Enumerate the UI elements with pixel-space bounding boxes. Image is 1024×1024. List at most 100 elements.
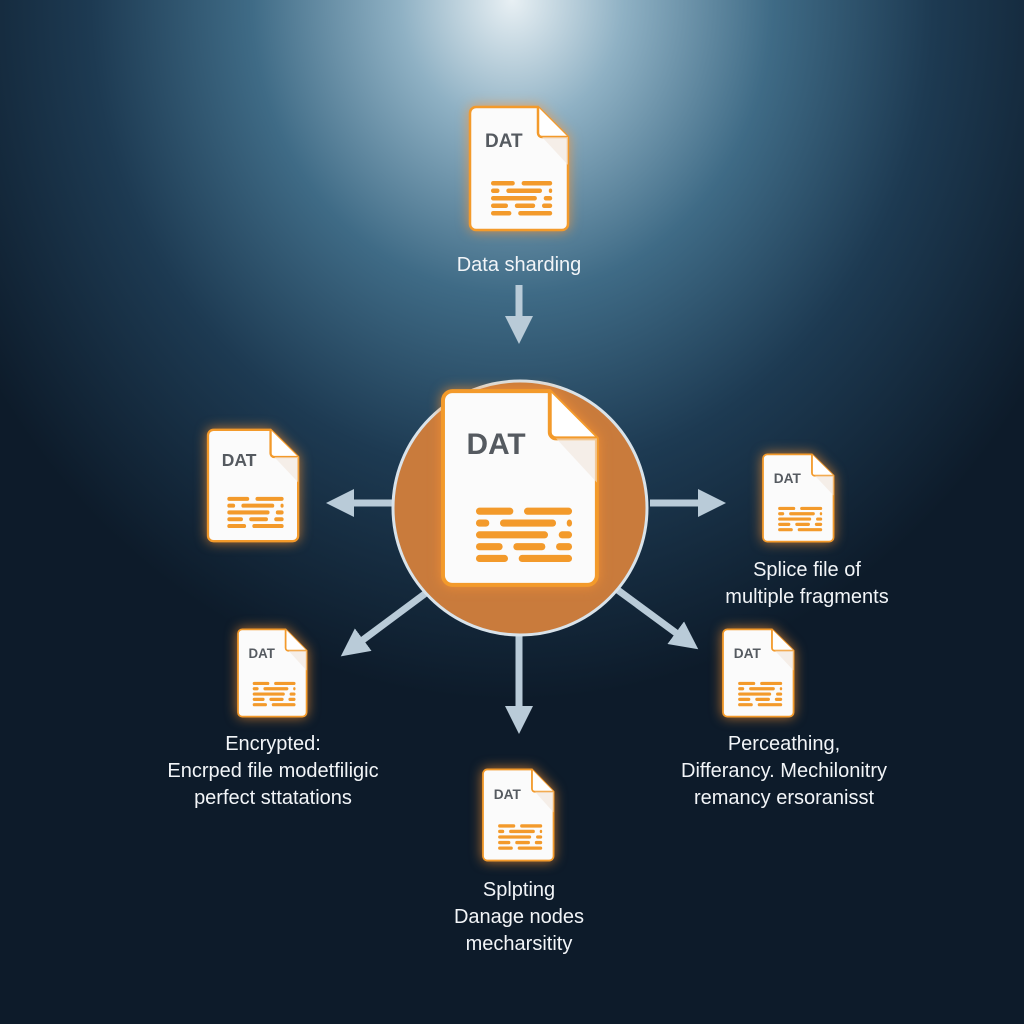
label-data-sharding: Data sharding [456,254,582,276]
content-line [252,523,284,529]
content-line [738,703,753,707]
content-line [776,692,783,696]
content-line [795,522,810,526]
arrow-to-lower-right [612,585,699,650]
content-line [498,846,513,850]
content-line [255,496,284,501]
content-line [539,829,543,834]
content-line [274,681,296,686]
content-line [252,692,285,696]
label-line: multiple fragments [725,586,889,608]
content-line [779,687,783,691]
label-line: Perceathing, [727,733,841,755]
content-line [517,846,543,850]
content-line [252,687,259,691]
content-line [506,188,542,193]
content-line [738,687,745,691]
content-line [520,824,543,828]
content-line [738,697,751,701]
content-line [548,188,553,193]
content-line [778,522,791,526]
content-line [498,840,511,845]
content-line [816,517,823,521]
file-type-label: DAT [467,428,526,461]
label-line: Splice file of [753,559,861,581]
content-line [755,697,770,701]
content-line [475,554,508,563]
content-line [227,517,243,522]
content-line [491,196,537,201]
content-line [542,203,553,208]
file-icon-source: DAT [468,105,570,232]
content-line [774,697,783,701]
file-type-label: DAT [222,450,257,470]
content-line [288,697,296,701]
content-line [738,681,756,686]
content-line [227,496,250,501]
content-line [280,503,284,508]
content-line [263,687,289,691]
content-line [760,681,783,686]
content-line [797,528,823,532]
label-line: perfect sttatations [194,787,352,809]
content-line [241,503,275,508]
content-line [789,512,815,516]
content-line [475,543,503,551]
content-line [227,503,236,508]
content-line [475,507,514,515]
label-splice: Splice file of multiple fragments [725,557,888,611]
file-type-label: DAT [734,646,762,661]
label-line: Danage nodes [453,906,585,928]
content-line [491,181,515,186]
content-line [271,703,296,707]
file-type-label: DAT [494,786,522,802]
label-line: Encrypted: [225,733,321,755]
content-line [499,519,557,527]
content-line [475,531,549,539]
content-line [778,528,793,532]
content-line [252,681,270,686]
content-line [524,507,573,515]
content-line [800,506,823,511]
content-line [289,692,296,696]
content-line [518,211,553,216]
label-encrypted: Encrypted: Encrped file modetfiligic per… [167,731,378,812]
content-line [819,512,823,516]
arrow-to-lower-left [340,587,433,657]
content-line [778,506,796,511]
content-line [491,211,512,216]
content-line [738,692,772,696]
content-line [556,543,573,551]
label-line: Encrped file modetfiligic [167,760,379,782]
content-line [543,196,553,201]
content-line [757,703,783,707]
label-line: Splpting [482,879,556,901]
file-icon-lower-right: DAT [722,628,795,718]
content-line [566,519,573,527]
content-line [491,203,508,208]
content-line [518,554,573,563]
label-line: mecharsitity [465,933,573,955]
content-line [534,840,543,845]
content-line [558,531,573,539]
content-line [274,517,284,522]
label-line: Differancy. Mechilonitry [681,760,887,782]
content-line [227,510,270,515]
content-line [275,510,284,515]
label-splpting: Splpting Danage nodes mecharsitity [454,877,584,958]
file-icon-lower-left: DAT [237,628,308,718]
content-line [515,840,530,845]
content-line [475,519,490,527]
content-line [491,188,500,193]
file-icon-right: DAT [762,453,835,543]
file-type-label: DAT [774,471,802,486]
content-line [514,203,536,208]
content-line [252,697,265,701]
content-line [498,824,516,828]
content-line [536,835,543,839]
content-line [252,703,267,707]
file-type-label: DAT [485,131,523,152]
content-line [513,543,546,551]
file-icon-left: DAT [206,428,300,543]
file-type-label: DAT [249,646,276,661]
